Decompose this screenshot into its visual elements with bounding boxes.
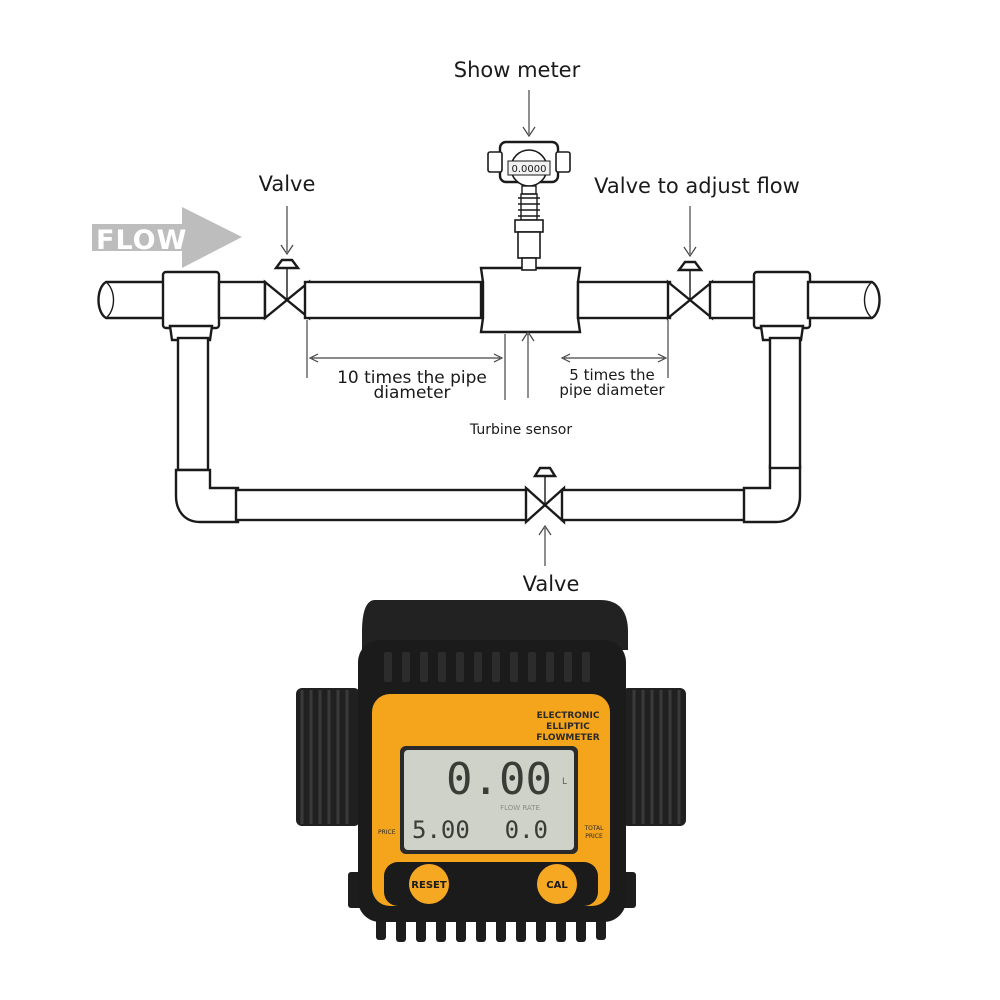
right-tee: [752, 270, 812, 330]
show-meter: 0.0000: [487, 140, 571, 271]
turbine-label: Turbine sensor: [469, 422, 572, 438]
flowmeter-device: ELECTRONIC ELLIPTIC FLOWMETER 0.00 L FLO…: [296, 600, 686, 942]
downstream-pipe: [576, 280, 672, 320]
reset-button[interactable]: RESET: [409, 864, 449, 904]
left-thread-port: [296, 688, 360, 826]
valve-right-label: Valve to adjust flow: [594, 174, 800, 198]
downstream-dimension: [560, 320, 669, 378]
right-valve: [666, 260, 714, 321]
left-valve: [263, 258, 311, 321]
price-label: PRICE: [378, 829, 396, 836]
downstream-label-line2: pipe diameter: [559, 381, 665, 399]
right-thread-port: [622, 688, 686, 826]
show-meter-pointer: [522, 90, 536, 138]
valve-bottom-label: Valve: [523, 572, 580, 596]
upstream-label-line2: diameter: [373, 383, 450, 403]
bypass-left-riser: [176, 336, 210, 472]
brand-line2: ELLIPTIC: [546, 722, 590, 732]
lcd-display: [404, 750, 574, 850]
valve-right-pointer: [683, 206, 697, 258]
left-tee: [161, 270, 221, 330]
brand-line1: ELECTRONIC: [537, 711, 600, 721]
lcd-main-reading: 0.00: [446, 754, 552, 805]
cal-button[interactable]: CAL: [537, 864, 577, 904]
lcd-flow-rate-label: FLOW RATE: [500, 804, 540, 812]
valve-bottom-pointer: [538, 524, 552, 566]
show-meter-label: Show meter: [454, 58, 581, 82]
total-label-line1: TOTAL: [583, 825, 604, 832]
upstream-dimension: [306, 320, 504, 378]
lcd-total-value: 0.0: [505, 816, 548, 844]
brand-line3: FLOWMETER: [536, 733, 600, 743]
valve-left-label: Valve: [259, 172, 316, 196]
upstream-label-line1: 10 times the pipe: [337, 368, 487, 388]
flow-label: FLOW: [96, 225, 187, 256]
turbine-pointer: [504, 330, 535, 400]
downstream-label-line1: 5 times the: [569, 366, 654, 384]
main-pipe: [97, 258, 881, 342]
lcd-unit: L: [562, 777, 567, 787]
upstream-pipe: [303, 280, 483, 320]
meter-reading: 0.0000: [512, 164, 547, 175]
bypass-right-elbow: [742, 464, 802, 524]
bottom-valve: [524, 466, 566, 525]
inlet-pipe: [97, 280, 167, 320]
cal-button-label: CAL: [546, 880, 568, 891]
lcd-price-value: 5.00: [412, 816, 470, 844]
bypass-loop: [174, 336, 802, 525]
outlet-pipe: [806, 280, 881, 320]
total-label-line2: PRICE: [585, 833, 603, 840]
turbine-housing: [479, 266, 582, 334]
reset-button-label: RESET: [411, 880, 447, 891]
flow-arrow: FLOW: [92, 207, 242, 268]
bypass-right-riser: [768, 336, 802, 470]
valve-left-pointer: [280, 206, 294, 256]
bypass-left-elbow: [174, 468, 240, 524]
